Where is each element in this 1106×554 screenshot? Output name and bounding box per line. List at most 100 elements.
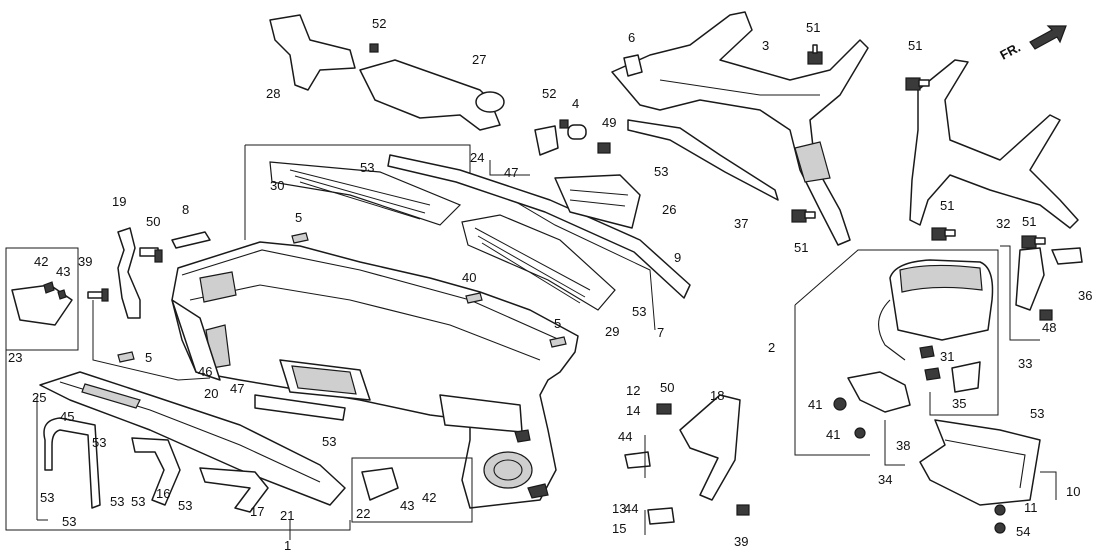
cap-14 <box>624 451 651 469</box>
clip-36 <box>1051 247 1083 265</box>
callout-44a: 44 <box>618 429 632 444</box>
callout-43b: 43 <box>400 498 414 513</box>
duct-28 <box>269 14 356 91</box>
callout-13: 13 <box>612 501 626 516</box>
callout-7: 7 <box>657 325 664 340</box>
callout-53h: 53 <box>110 494 124 509</box>
callout-53f: 53 <box>40 490 54 505</box>
steering-hanger-beam <box>611 11 869 246</box>
callout-11: 11 <box>1024 500 1038 515</box>
side-frame-32 <box>909 59 1079 229</box>
bracket-20 <box>254 394 346 421</box>
callout-53j: 53 <box>178 498 192 513</box>
callout-53i: 53 <box>131 494 145 509</box>
callout-1: 1 <box>284 538 291 553</box>
lower-bracket-left <box>43 417 101 509</box>
callout-5b: 5 <box>145 350 152 365</box>
callout-26: 26 <box>662 202 676 217</box>
callout-42b: 42 <box>422 490 436 505</box>
bolt-51-right <box>905 77 930 91</box>
callout-23: 23 <box>8 350 22 365</box>
callout-54: 54 <box>1016 524 1030 539</box>
air-vent-26 <box>554 174 641 229</box>
bracket-6 <box>623 54 643 77</box>
callout-33: 33 <box>1018 356 1032 371</box>
callout-53b: 53 <box>654 164 668 179</box>
front-direction-indicator: FR. <box>997 25 1067 63</box>
callout-34: 34 <box>878 472 892 487</box>
callout-12: 12 <box>626 383 640 398</box>
front-arrow-icon <box>1029 25 1067 50</box>
duct-27 <box>359 59 501 131</box>
callout-51e: 51 <box>1022 214 1036 229</box>
callout-52b: 52 <box>542 86 556 101</box>
lower-cover-panel <box>39 371 346 506</box>
center-vent-assembly <box>269 161 462 226</box>
callout-27: 27 <box>472 52 486 67</box>
callout-39b: 39 <box>734 534 748 549</box>
bolt-39-left <box>87 288 109 302</box>
cap-15 <box>647 507 675 525</box>
callout-30: 30 <box>270 178 284 193</box>
callout-32: 32 <box>996 216 1010 231</box>
callout-53k: 53 <box>1030 406 1044 421</box>
lower-bracket-17 <box>199 467 269 513</box>
callout-47b: 47 <box>504 165 518 180</box>
callout-50b: 50 <box>660 380 674 395</box>
callout-38: 38 <box>896 438 910 453</box>
callout-45: 45 <box>60 409 74 424</box>
callout-21: 21 <box>280 508 294 523</box>
callout-31: 31 <box>940 349 954 364</box>
callout-16: 16 <box>156 486 170 501</box>
callout-44b: 44 <box>624 501 638 516</box>
callout-43a: 43 <box>56 264 70 279</box>
callout-22: 22 <box>356 506 370 521</box>
callout-53g: 53 <box>62 514 76 529</box>
callout-53d: 53 <box>322 434 336 449</box>
callout-19: 19 <box>112 194 126 209</box>
clip-24 <box>534 125 559 156</box>
callout-41b: 41 <box>826 427 840 442</box>
callout-5a: 5 <box>295 210 302 225</box>
callout-41a: 41 <box>808 397 822 412</box>
bolt-51-mid <box>931 227 956 241</box>
airbag-module <box>878 259 994 361</box>
callout-17: 17 <box>250 504 264 519</box>
callout-51a: 51 <box>806 20 820 35</box>
callout-15: 15 <box>612 521 626 536</box>
callout-4: 4 <box>572 96 579 111</box>
direction-label: FR. <box>997 40 1023 63</box>
dashboard-panel <box>171 241 579 509</box>
side-bracket-19 <box>117 227 141 319</box>
callout-53e: 53 <box>92 435 106 450</box>
callout-53a: 53 <box>360 160 374 175</box>
callout-10: 10 <box>1066 484 1080 499</box>
callout-51b: 51 <box>908 38 922 53</box>
glovebox-lock <box>361 467 399 501</box>
callout-29: 29 <box>605 324 619 339</box>
callout-42a: 42 <box>34 254 48 269</box>
callout-35: 35 <box>952 396 966 411</box>
bracket-10 <box>919 419 1041 506</box>
callout-46: 46 <box>198 364 212 379</box>
callout-49: 49 <box>602 115 616 130</box>
bolt-51-lower <box>791 209 816 223</box>
callout-47a: 47 <box>230 381 244 396</box>
callout-53c: 53 <box>632 304 646 319</box>
bolt-51-top <box>807 44 823 65</box>
callout-9: 9 <box>674 250 681 265</box>
callout-40: 40 <box>462 270 476 285</box>
callout-2: 2 <box>768 340 775 355</box>
callout-5c: 5 <box>554 316 561 331</box>
bolt-50-left <box>139 247 163 263</box>
callout-52a: 52 <box>372 16 386 31</box>
spacer-4 <box>567 124 587 140</box>
callout-14: 14 <box>626 403 640 418</box>
side-vent-assembly <box>461 214 616 311</box>
lower-bracket-16 <box>131 437 181 506</box>
callout-51c: 51 <box>794 240 808 255</box>
callout-6: 6 <box>628 30 635 45</box>
callout-18: 18 <box>710 388 724 403</box>
bolt-51-far <box>1021 235 1046 249</box>
